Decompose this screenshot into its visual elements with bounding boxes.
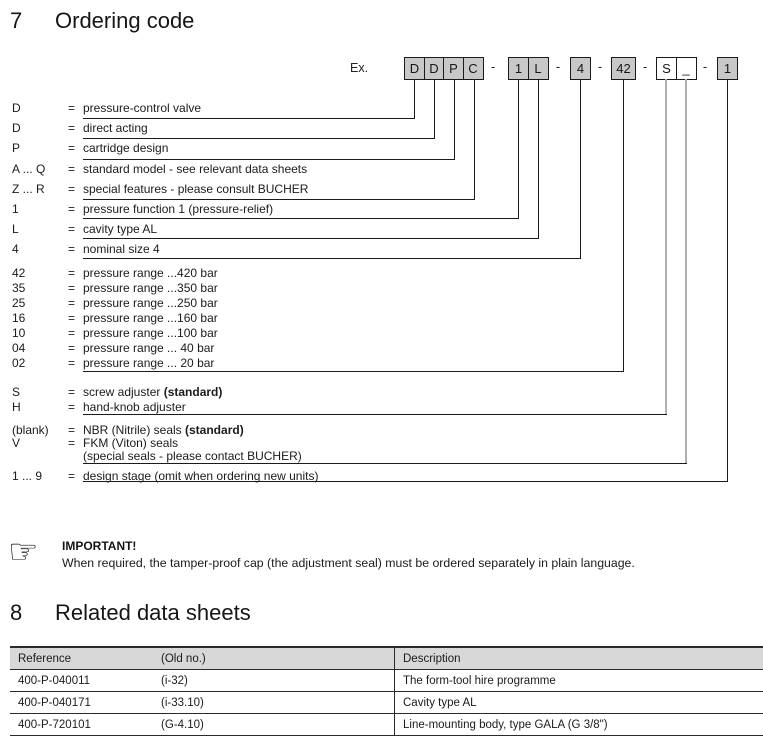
legend-row: (special seals - please contact BUCHER) (83, 449, 302, 463)
table-row: 400-P-040011 (i-32) The form-tool hire p… (10, 669, 763, 692)
section-7-title: Ordering code (55, 8, 195, 33)
legend-row: 02=pressure range ... 20 bar (12, 356, 215, 370)
legend-row: 1=pressure function 1 (pressure-relief) (12, 202, 274, 216)
row-underline (83, 414, 667, 415)
row-underline (83, 118, 415, 119)
connector-line (580, 79, 581, 259)
column-header-reference: Reference (18, 652, 72, 665)
legend-row: Z ... R=special features - please consul… (12, 182, 309, 196)
section-8-heading: 8 Related data sheets (10, 600, 251, 626)
separator-dash: - (702, 59, 708, 74)
row-underline (83, 371, 624, 372)
row-underline (83, 463, 687, 464)
code-box-group-ddpc: D D P C (404, 57, 484, 80)
code-box-blank: _ (675, 57, 697, 80)
code-box-4: 4 (570, 57, 591, 80)
connector-line (685, 79, 687, 464)
connector-line (727, 79, 728, 482)
legend-row: L=cavity type AL (12, 222, 158, 236)
code-box-p: P (443, 57, 464, 80)
code-box-group-4: 4 (570, 57, 591, 80)
legend-row: 25=pressure range ...250 bar (12, 296, 218, 310)
legend-row: D=pressure-control valve (12, 101, 202, 115)
separator-dash: - (490, 59, 496, 74)
connector-line (665, 79, 667, 415)
code-box-group-42: 42 (611, 57, 636, 80)
legend-row: 10=pressure range ...100 bar (12, 326, 218, 340)
separator-dash: - (597, 59, 603, 74)
code-box-l: L (527, 57, 549, 80)
important-text: When required, the tamper-proof cap (the… (62, 556, 635, 570)
row-underline (83, 199, 475, 200)
code-box-d2: D (423, 57, 445, 80)
row-underline (83, 159, 455, 160)
code-box-s: S (656, 57, 677, 80)
legend-row: A ... Q=standard model - see relevant da… (12, 162, 308, 176)
legend-row: 42=pressure range ...420 bar (12, 266, 218, 280)
row-underline (83, 481, 728, 482)
code-box-42: 42 (611, 57, 636, 80)
important-title: IMPORTANT! (62, 539, 137, 553)
connector-line (518, 79, 519, 219)
separator-dash: - (555, 59, 561, 74)
section-8-title: Related data sheets (55, 600, 251, 625)
code-box-1: 1 (508, 57, 529, 80)
column-header-old-no: (Old no.) (161, 652, 206, 665)
column-header-description: Description (394, 647, 763, 670)
row-underline (83, 238, 539, 239)
legend-row: D=direct acting (12, 121, 148, 135)
connector-line (538, 79, 539, 239)
legend-row: (blank)=NBR (Nitrile) seals (standard) (12, 423, 244, 437)
code-box-group-s-blank: S _ (656, 57, 697, 80)
section-8-number: 8 (10, 600, 23, 625)
code-box-group-1l: 1 L (508, 57, 549, 80)
table-row: 400-P-040171 (i-33.10) Cavity type AL (10, 691, 763, 714)
row-underline (83, 138, 435, 139)
legend-row: 35=pressure range ...350 bar (12, 281, 218, 295)
example-label: Ex. (350, 61, 369, 75)
connector-line (414, 79, 415, 119)
code-box-stage1: 1 (717, 57, 738, 80)
related-data-sheets-table: Reference (Old no.) Description 400-P-04… (10, 646, 763, 736)
legend-row: H=hand-knob adjuster (12, 400, 186, 414)
code-box-d1: D (404, 57, 425, 80)
table-header-row: Reference (Old no.) Description (10, 647, 763, 670)
connector-line (623, 79, 624, 372)
table-row: 400-P-720101 (G-4.10) Line-mounting body… (10, 713, 763, 736)
pointing-hand-icon: ☞ (8, 533, 39, 571)
section-7-number: 7 (10, 8, 23, 33)
code-box-c: C (462, 57, 484, 80)
legend-row: P=cartridge design (12, 141, 169, 155)
connector-line (474, 79, 475, 200)
separator-dash: - (642, 59, 648, 74)
row-underline (83, 218, 519, 219)
legend-row: 4=nominal size 4 (12, 242, 160, 256)
code-box-group-designstage: 1 (717, 57, 738, 80)
legend-row: 16=pressure range ...160 bar (12, 311, 218, 325)
legend-row: 04=pressure range ... 40 bar (12, 341, 215, 355)
connector-line (454, 79, 455, 160)
section-7-heading: 7 Ordering code (10, 8, 194, 34)
row-underline (83, 258, 581, 259)
connector-line (434, 79, 435, 139)
legend-row: S=screw adjuster (standard) (12, 385, 223, 399)
legend-row: 1 ... 9=design stage (omit when ordering… (12, 469, 319, 483)
legend-row: V=FKM (Viton) seals (12, 436, 179, 450)
